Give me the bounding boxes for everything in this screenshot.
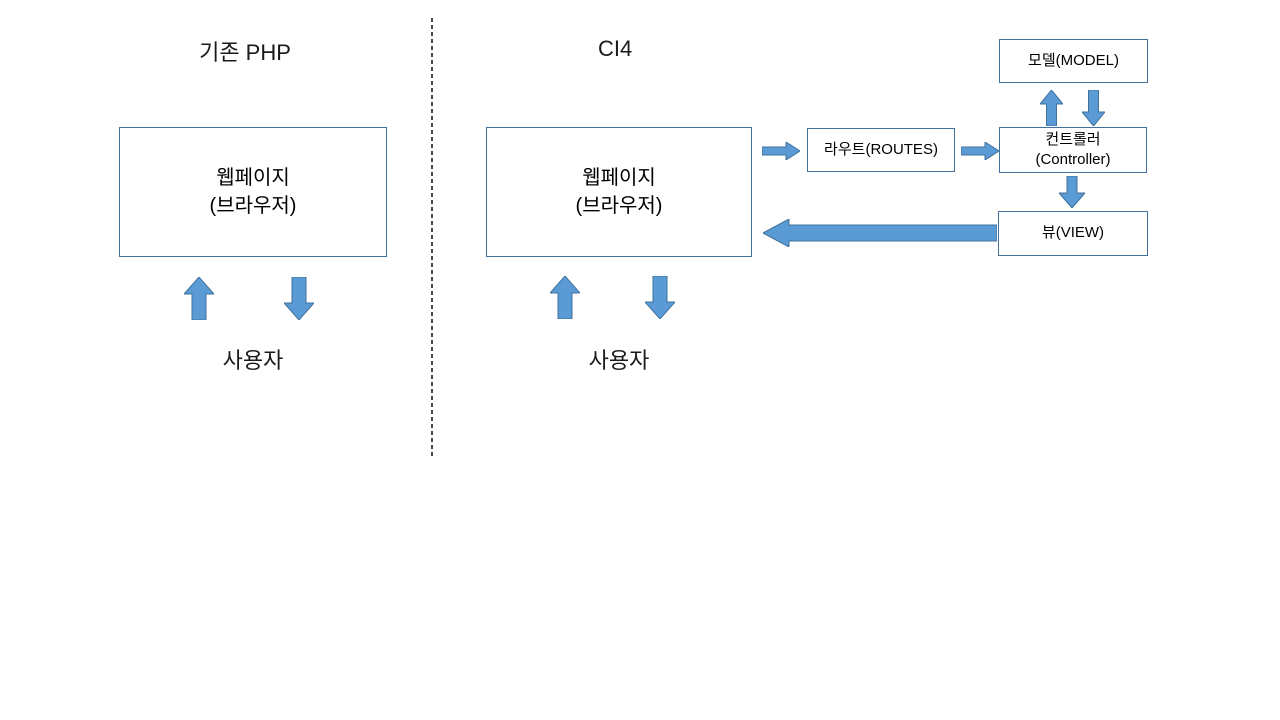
model-box: 모델(MODEL) — [999, 39, 1148, 83]
ci4-webpage-box-line2: (브라우저) — [575, 195, 663, 217]
legacy-up-arrow-icon — [184, 277, 214, 320]
ci4-up-arrow-icon — [550, 276, 580, 319]
model-box-label: 모델(MODEL) — [1028, 51, 1119, 69]
ci4-webpage-box-line1: 웹페이지 — [582, 167, 656, 189]
webpage-to-routes-arrow-icon — [762, 142, 800, 160]
legacy-down-arrow-icon — [284, 277, 314, 320]
ci4-down-arrow-icon — [645, 276, 675, 319]
model-to-controller-down-arrow-icon — [1082, 90, 1105, 126]
legacy-webpage-box-line1: 웹페이지 — [216, 167, 290, 189]
routes-box-label: 라우트(ROUTES) — [824, 140, 938, 158]
controller-to-view-down-arrow-icon — [1059, 176, 1085, 208]
ci4-webpage-box: 웹페이지 (브라우저) — [486, 127, 752, 257]
right-section-title: CI4 — [598, 36, 633, 61]
controller-box-line1: 컨트롤러 — [1045, 130, 1101, 148]
section-divider-line — [431, 18, 433, 456]
controller-box-line2: (Controller) — [1035, 151, 1111, 168]
view-to-webpage-left-arrow-icon — [763, 219, 997, 247]
view-box: 뷰(VIEW) — [998, 211, 1148, 256]
ci4-user-label: 사용자 — [588, 348, 650, 373]
controller-to-model-up-arrow-icon — [1040, 90, 1063, 126]
controller-box: 컨트롤러 (Controller) — [999, 127, 1147, 173]
legacy-webpage-box: 웹페이지 (브라우저) — [119, 127, 387, 257]
routes-box: 라우트(ROUTES) — [807, 128, 955, 172]
view-box-label: 뷰(VIEW) — [1041, 224, 1105, 242]
legacy-webpage-box-line2: (브라우저) — [209, 195, 297, 217]
left-section-title: 기존 PHP — [199, 40, 291, 65]
legacy-user-label: 사용자 — [222, 348, 284, 373]
routes-to-controller-arrow-icon — [961, 142, 999, 160]
